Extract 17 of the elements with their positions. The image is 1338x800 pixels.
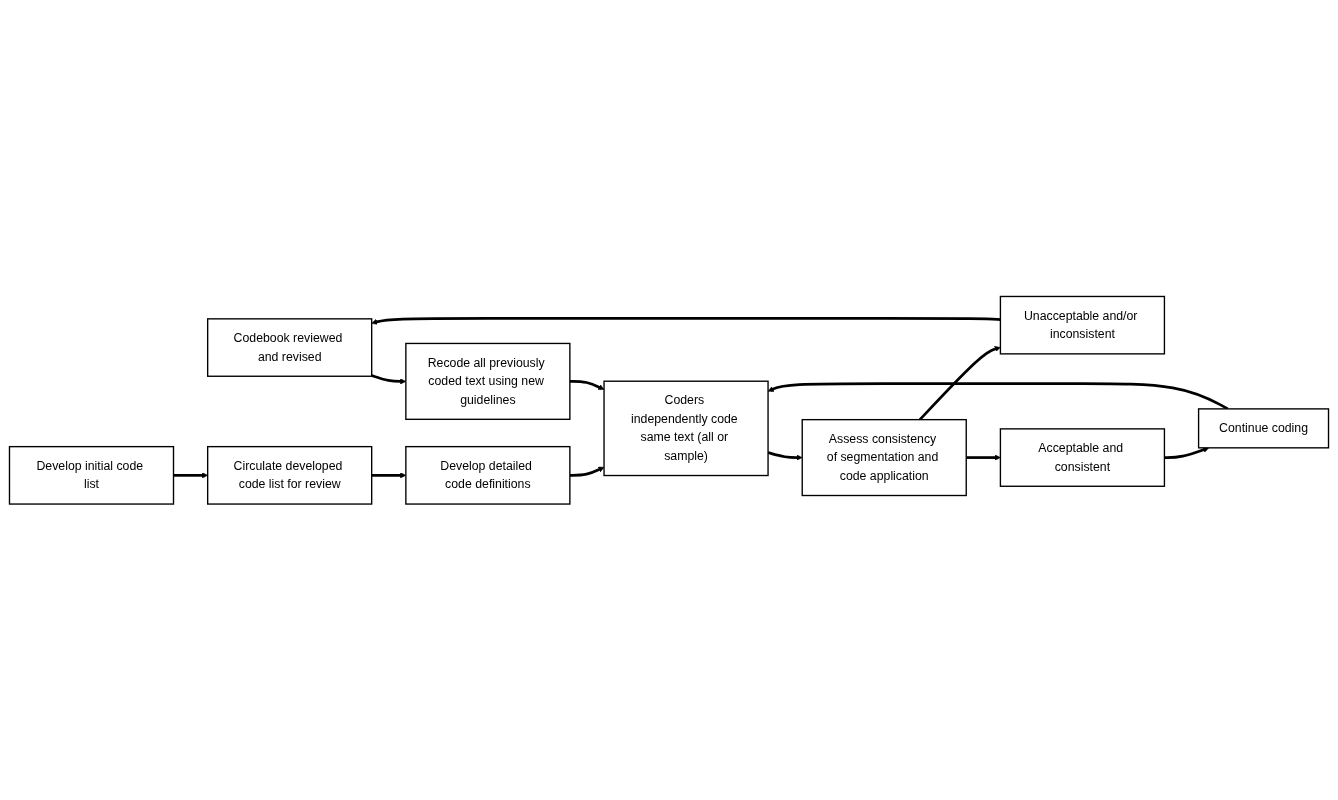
arrow [569,379,605,390]
arrow [918,345,1001,421]
node-box: Continue coding [1197,407,1330,449]
node-box: Coders independently code same text (all or sample) [603,380,769,476]
arrow [966,454,1001,461]
node-box: Circulate developed code list for review [207,445,373,505]
node-box: Develop detailed code definitions [405,445,571,505]
node-box: Assess consistency of segmentation and code application [801,418,967,496]
arrow [371,316,1001,325]
arrow [173,472,208,479]
arrow [569,466,605,477]
node-box: Unacceptable and/or inconsistent [999,295,1166,355]
node-box: Acceptable and consistent [999,427,1166,487]
node-box: Recode all previously coded text using new guidelines [405,342,571,420]
arrow [1164,446,1210,459]
node-box: Develop initial code list [8,445,175,505]
node-box: Codebook reviewed and revised [207,317,373,377]
